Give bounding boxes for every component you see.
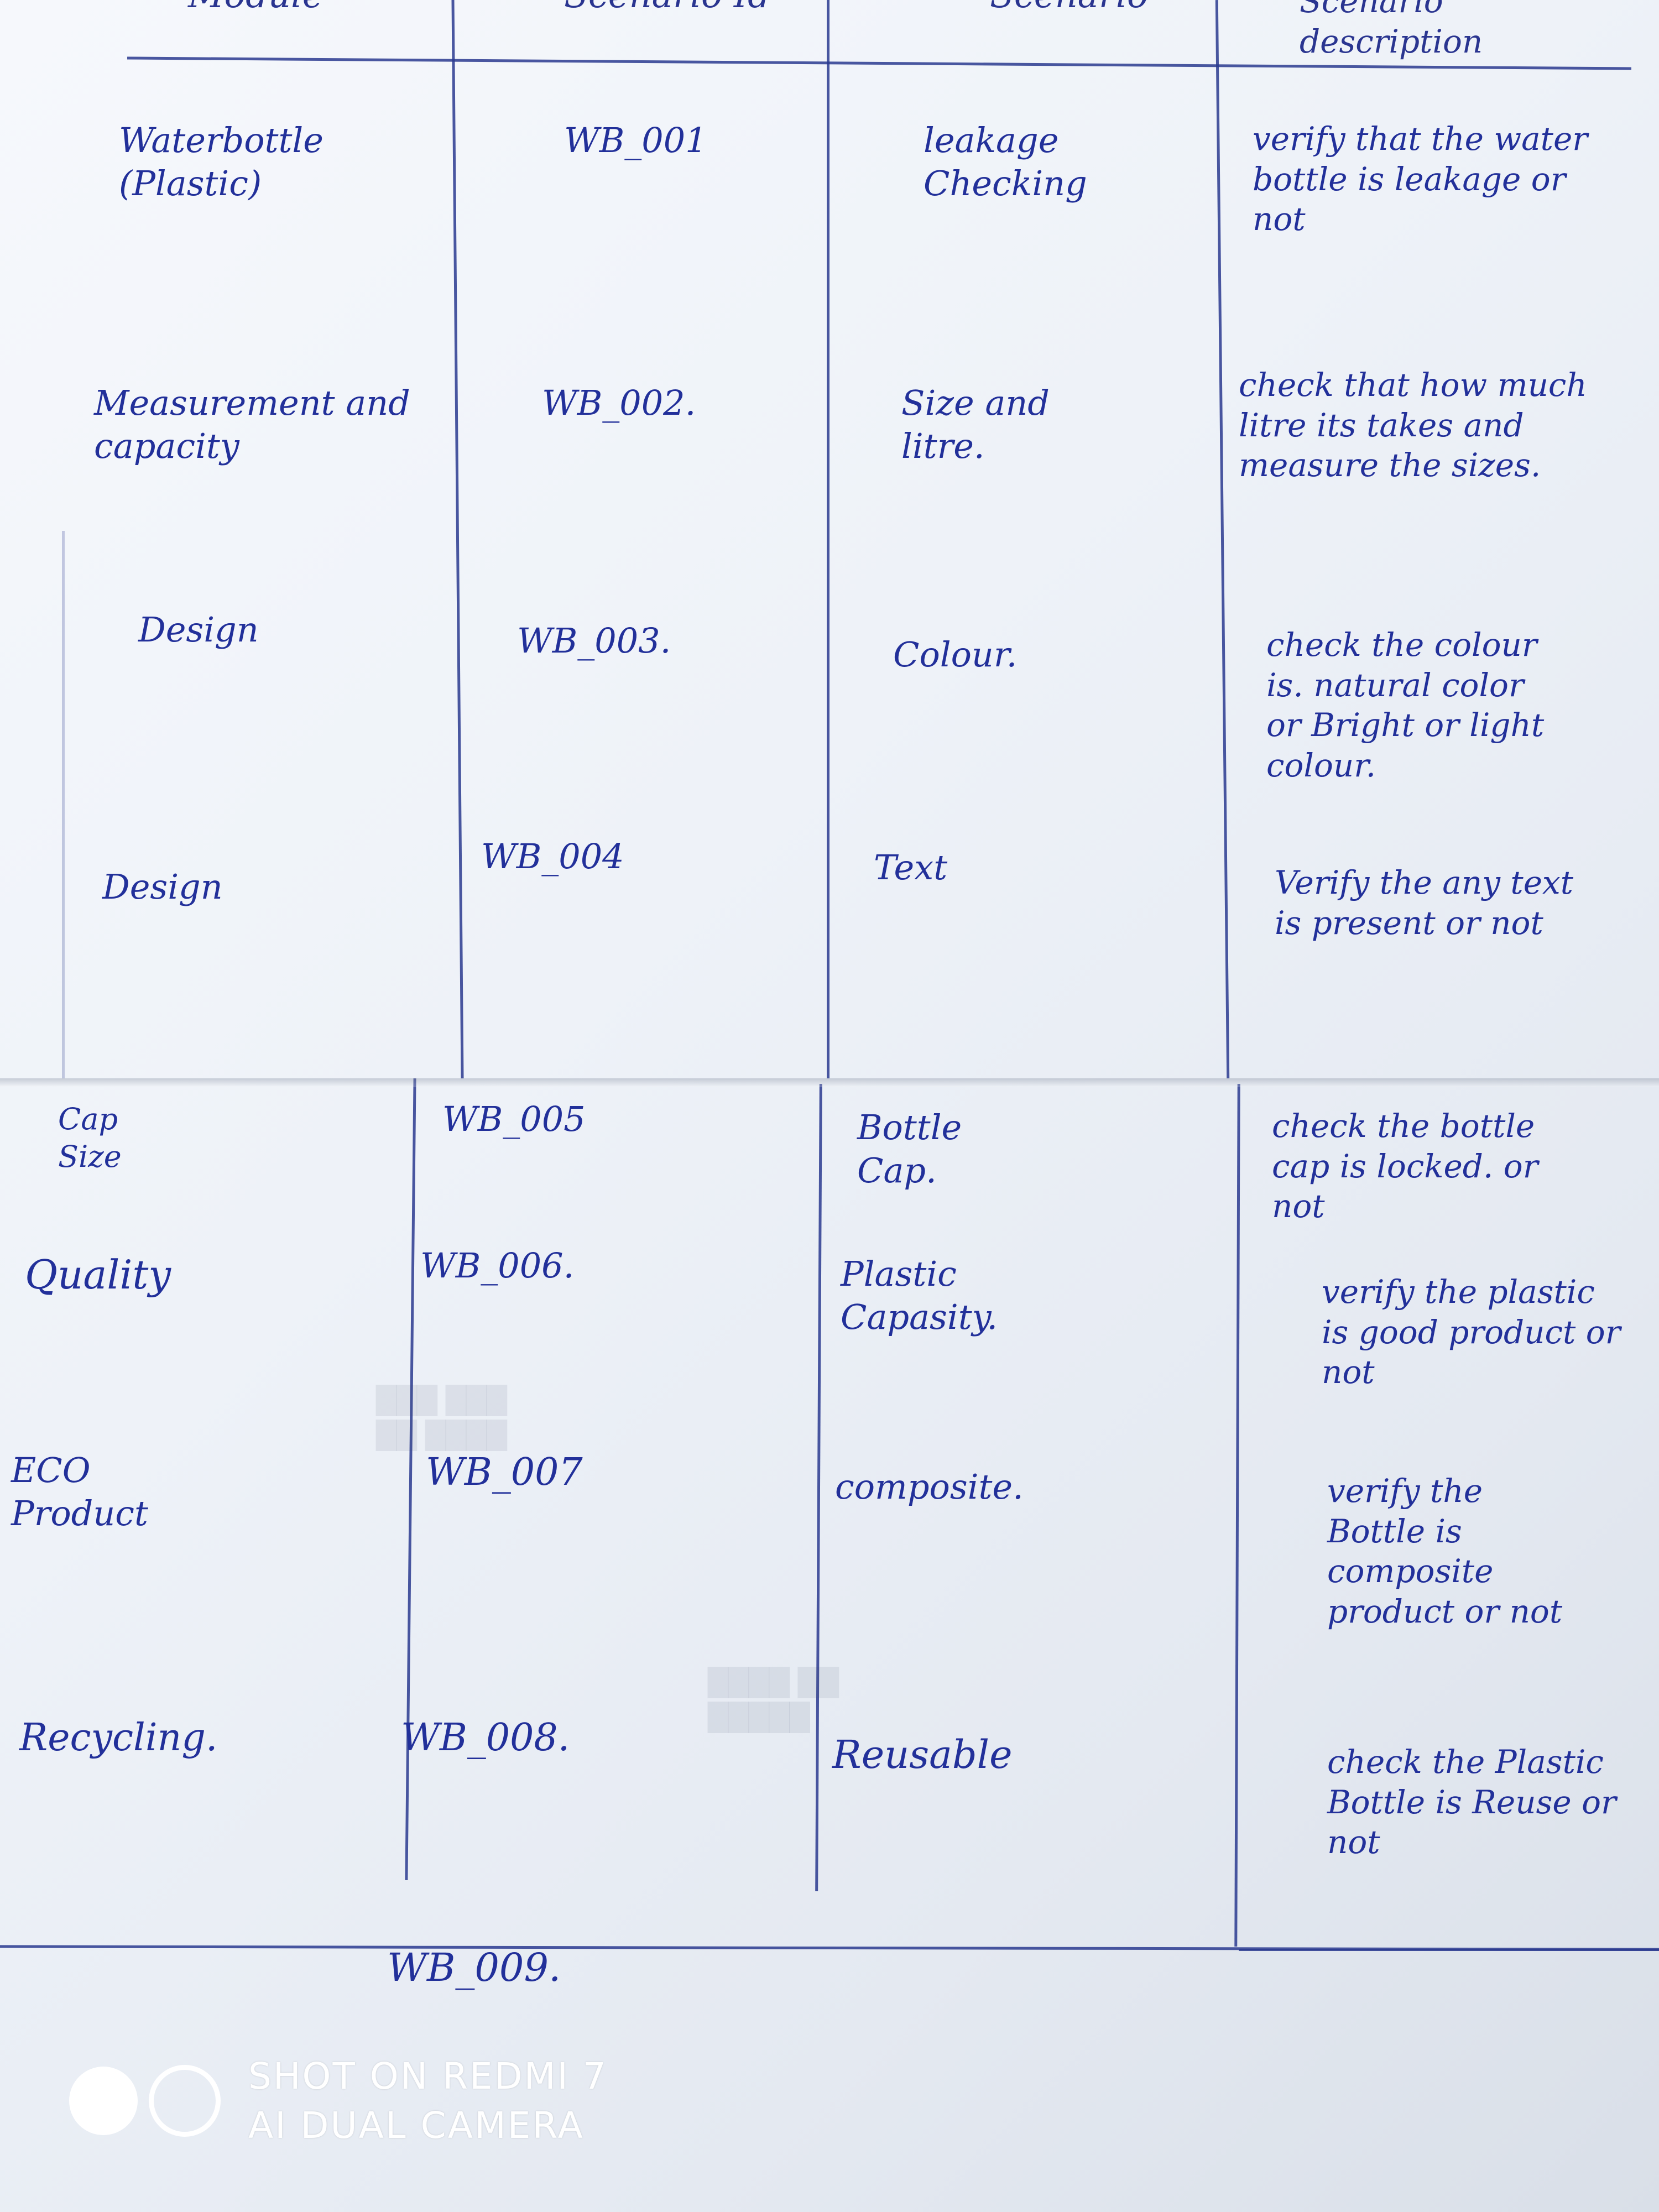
column-divider-3-lower <box>1234 1083 1240 1947</box>
header-description: Scenario description <box>1300 0 1483 60</box>
left-margin-line <box>62 531 65 1078</box>
show-through-text: ████ ██ █████ <box>708 1667 839 1733</box>
row-scenario-id: WB_002. <box>542 383 696 423</box>
row-scenario-id: WB_005 <box>442 1099 586 1139</box>
row-module: Design <box>102 867 223 907</box>
paper-fold <box>0 1078 1659 1087</box>
row-scenario-id: WB_008. <box>401 1716 570 1760</box>
row-scenario: Reusable <box>832 1732 1013 1777</box>
row-module: Design <box>138 609 259 650</box>
header-scenario: Scenario <box>990 0 1149 18</box>
row-module: Measurement and capacity <box>94 383 410 466</box>
row-module: Waterbottle (Plastic) <box>119 120 324 204</box>
column-divider-3 <box>1215 0 1230 1078</box>
watermark-line-1: SHOT ON REDMI 7 <box>248 2055 608 2098</box>
row-module: ECO Product <box>11 1450 148 1533</box>
watermark-text: SHOT ON REDMI 7 AI DUAL CAMERA <box>248 2052 608 2150</box>
row-description: check the Plastic Bottle is Reuse or not <box>1327 1743 1616 1861</box>
extra-scenario-id: WB_009. <box>387 1945 561 1990</box>
camera-watermark: SHOT ON REDMI 7 AI DUAL CAMERA <box>69 2052 608 2150</box>
row-scenario: composite. <box>835 1467 1024 1507</box>
row-scenario: leakage Checking <box>924 120 1087 204</box>
row-description: check that how much litre its takes and … <box>1239 366 1587 484</box>
row-description: verify the plastic is good product or no… <box>1322 1273 1621 1391</box>
row-scenario: Plastic Capasity. <box>841 1254 998 1337</box>
column-divider-2 <box>827 0 830 1078</box>
row-scenario: Size and litre. <box>901 383 1050 466</box>
row-module: Recycling. <box>19 1716 218 1760</box>
row-module: Cap Size <box>58 1102 122 1174</box>
camera-logo-solid-dot <box>69 2067 138 2136</box>
column-divider-2-lower <box>815 1083 822 1892</box>
row-scenario: Colour. <box>893 634 1018 675</box>
camera-logo-ring <box>149 2065 221 2137</box>
row-scenario-id: WB_006. <box>420 1245 575 1286</box>
row-scenario: Bottle Cap. <box>857 1107 962 1191</box>
watermark-line-2: AI DUAL CAMERA <box>248 2104 585 2147</box>
row-module: Quality <box>25 1251 171 1298</box>
row-scenario-id: WB_001 <box>564 120 707 160</box>
header-scenario-id: Scenario Id <box>564 0 770 18</box>
row-description: verify the Bottle is composite product o… <box>1327 1472 1563 1630</box>
row-scenario-id: WB_004 <box>481 836 624 877</box>
header-module: Module <box>188 0 324 18</box>
row-description: check the bottle cap is locked. or not <box>1272 1107 1538 1225</box>
row-scenario-id: WB_003. <box>517 620 671 661</box>
description-bottom-rule <box>1239 1949 1659 1951</box>
row-scenario-id: WB_007 <box>426 1451 583 1494</box>
row-description: verify that the water bottle is leakage … <box>1253 120 1588 238</box>
show-through-text: ███ ███ ██ ████ <box>376 1385 507 1451</box>
row-description: check the colour is. natural color or Br… <box>1266 626 1545 784</box>
row-scenario: Text <box>874 847 948 888</box>
column-divider-1 <box>451 0 464 1078</box>
row-description: Verify the any text is present or not <box>1275 864 1574 942</box>
